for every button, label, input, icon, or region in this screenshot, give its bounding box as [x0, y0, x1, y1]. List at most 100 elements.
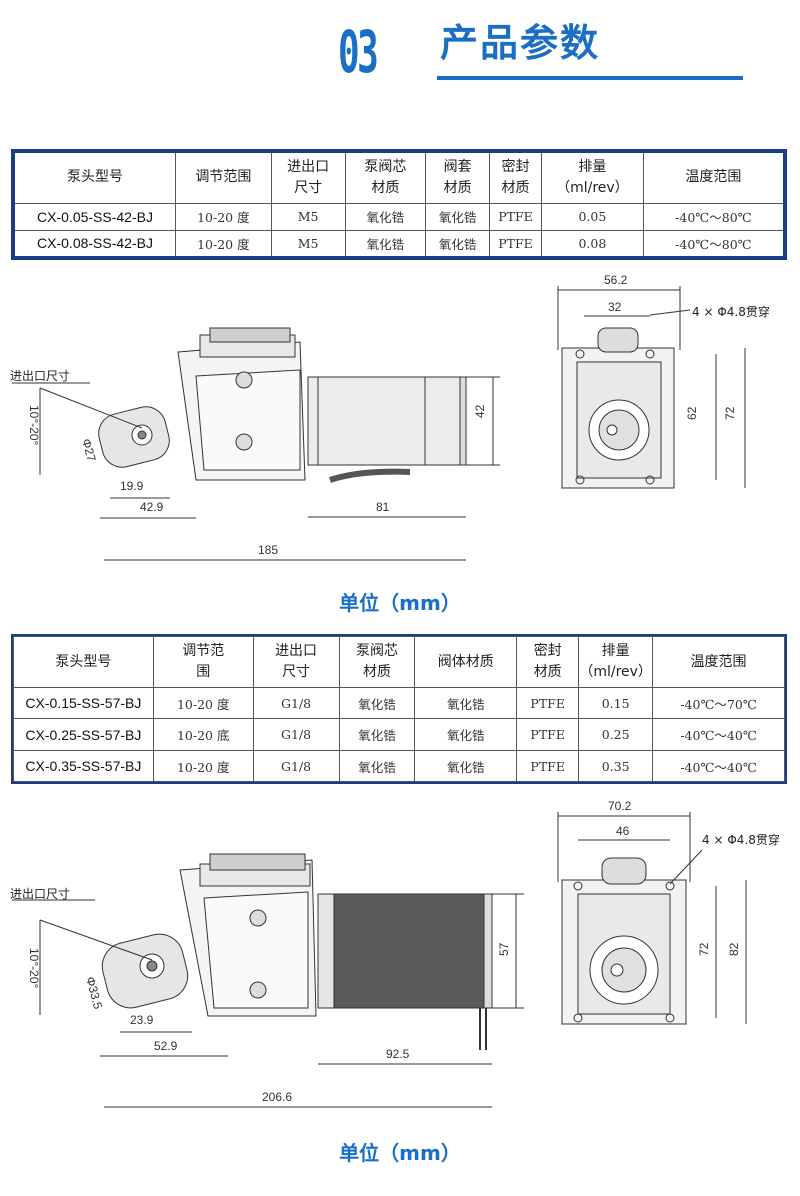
- table-cell: 10-20 度: [152, 750, 254, 782]
- table-cell: M5: [270, 229, 346, 258]
- header-line: 进出口: [287, 158, 330, 175]
- table-cell: M5: [270, 202, 346, 231]
- dim-label: 52.9: [154, 1039, 178, 1053]
- table-cell: PTFE: [516, 687, 580, 719]
- header-line: 排量: [601, 643, 630, 659]
- table-cell: G1/8: [252, 687, 340, 719]
- header-cell: 密封材质: [516, 636, 580, 688]
- header-cell: 泵头型号: [13, 151, 176, 204]
- dim-label: 72: [723, 406, 737, 420]
- header-line: 温度范围: [690, 653, 747, 670]
- dim-label: 46: [616, 824, 630, 838]
- dim-label: 72: [697, 942, 711, 956]
- header-line: 尺寸: [282, 664, 311, 680]
- dim-label: 70.2: [608, 799, 632, 813]
- model-cell: CX-0.35-SS-57-BJ: [13, 750, 154, 782]
- table-cell: G1/8: [252, 718, 340, 751]
- table-cell: -40℃～80℃: [642, 229, 785, 258]
- callout-label: 进出口尺寸: [10, 887, 70, 901]
- header-cell: 排量（ml/rev）: [540, 151, 644, 204]
- dim-label: 82: [727, 942, 741, 956]
- table-cell: PTFE: [516, 718, 580, 751]
- table-cell: 氧化锆: [338, 687, 416, 719]
- header-cell: 阀体材质: [414, 636, 518, 688]
- header-cell: 温度范围: [652, 636, 785, 688]
- header-line: 围: [196, 664, 211, 680]
- dim-label: 92.5: [386, 1047, 410, 1061]
- table-cell: 0.08: [540, 229, 644, 258]
- table-cell: 0.05: [540, 202, 644, 231]
- header-line: 材质: [533, 664, 562, 680]
- header-cell: 调节范围: [152, 636, 254, 688]
- table-cell: PTFE: [489, 202, 542, 231]
- table-cell: -40℃～40℃: [652, 750, 785, 782]
- dim-label: 81: [376, 500, 390, 514]
- spec-table-57: 泵头型号 调节范围 进出口尺寸 泵阀芯材质 阀体材质 密封材质 排量（ml/re…: [11, 634, 787, 784]
- spec-table-42: 泵头型号 调节范围 进出口尺寸 泵阀芯材质 阀套材质 密封材质 排量（ml/re…: [11, 149, 787, 260]
- header-cell: 密封材质: [489, 151, 542, 204]
- table-cell: 氧化锆: [338, 718, 416, 751]
- header-line: 材质: [443, 179, 472, 196]
- dim-label: 32: [608, 300, 622, 314]
- table-cell: 10-20 度: [175, 202, 272, 231]
- header-cell: 进出口尺寸: [270, 151, 346, 204]
- callout-label: 进出口尺寸: [10, 369, 70, 383]
- header-line: 温度范围: [685, 169, 742, 186]
- header-line: 密封: [533, 643, 562, 659]
- pump-drawing-42: 进出口尺寸 10°-20° Φ27 19.9 42.9 81 185 42 56…: [10, 273, 770, 561]
- table-cell: -40℃～40℃: [652, 718, 785, 751]
- angle-label: 10°-20°: [27, 405, 41, 445]
- dim-label: 57: [497, 942, 511, 956]
- table-cell: 0.15: [578, 687, 654, 719]
- dim-label: 23.9: [130, 1013, 154, 1027]
- model-cell: CX-0.08-SS-42-BJ: [13, 229, 176, 258]
- table-cell: 氧化锆: [414, 750, 518, 782]
- unit-label: 单位（mm）: [339, 591, 461, 615]
- table-cell: 氧化锆: [344, 229, 427, 258]
- header-cell: 阀套材质: [425, 151, 491, 204]
- header-line: 阀体材质: [437, 653, 494, 670]
- hole-note: 4 × Φ4.8贯穿: [702, 832, 780, 847]
- section-title: 产品参数: [440, 21, 601, 65]
- header-line: 材质: [371, 179, 400, 196]
- header-line: 材质: [362, 664, 391, 680]
- table-row: CX-0.05-SS-42-BJ 10-20 度 M5 氧化锆 氧化锆 PTFE…: [13, 202, 785, 231]
- header-cell: 排量（ml/rev）: [578, 636, 654, 688]
- diameter-label: Φ27: [79, 437, 99, 463]
- header-line: 进出口: [275, 643, 318, 659]
- table-cell: PTFE: [489, 229, 542, 258]
- model-cell: CX-0.05-SS-42-BJ: [13, 202, 176, 231]
- hole-note: 4 × Φ4.8贯穿: [692, 304, 770, 319]
- table-cell: 氧化锆: [414, 718, 518, 751]
- header-line: 泵阀芯: [355, 643, 398, 659]
- dim-label: 42.9: [140, 500, 164, 514]
- table-cell: -40℃～80℃: [642, 202, 785, 231]
- header-line: 排量: [578, 158, 607, 175]
- header-cell: 泵头型号: [13, 636, 154, 688]
- table-cell: 10-20 度: [175, 229, 272, 258]
- table-cell: G1/8: [252, 750, 340, 782]
- dim-label: 19.9: [120, 479, 144, 493]
- angle-label: 10°-20°: [27, 948, 41, 988]
- table-cell: 10-20 底: [152, 718, 254, 751]
- model-cell: CX-0.25-SS-57-BJ: [13, 718, 154, 751]
- table-cell: PTFE: [516, 750, 580, 782]
- header-cell: 泵阀芯材质: [344, 151, 427, 204]
- header-cell: 调节范围: [175, 151, 272, 204]
- dim-label: 56.2: [604, 273, 628, 287]
- header-line: 调节范: [182, 643, 225, 659]
- header-cell: 进出口尺寸: [252, 636, 340, 688]
- model-cell: CX-0.15-SS-57-BJ: [13, 687, 154, 719]
- header-line: 泵头型号: [67, 169, 123, 186]
- table-row: CX-0.35-SS-57-BJ 10-20 度 G1/8 氧化锆 氧化锆 PT…: [13, 750, 785, 782]
- title-underline: [437, 76, 743, 80]
- header-line: 泵阀芯: [364, 158, 407, 175]
- table-cell: 氧化锆: [425, 202, 491, 231]
- table-cell: 氧化锆: [338, 750, 416, 782]
- table-header-row: 泵头型号 调节范围 进出口尺寸 泵阀芯材质 阀体材质 密封材质 排量（ml/re…: [13, 636, 785, 688]
- header-cell: 温度范围: [642, 151, 785, 204]
- diameter-label: Φ33.5: [83, 975, 105, 1011]
- table-row: CX-0.25-SS-57-BJ 10-20 底 G1/8 氧化锆 氧化锆 PT…: [13, 718, 785, 751]
- unit-label: 单位（mm）: [339, 1141, 461, 1165]
- dim-label: 42: [473, 404, 487, 418]
